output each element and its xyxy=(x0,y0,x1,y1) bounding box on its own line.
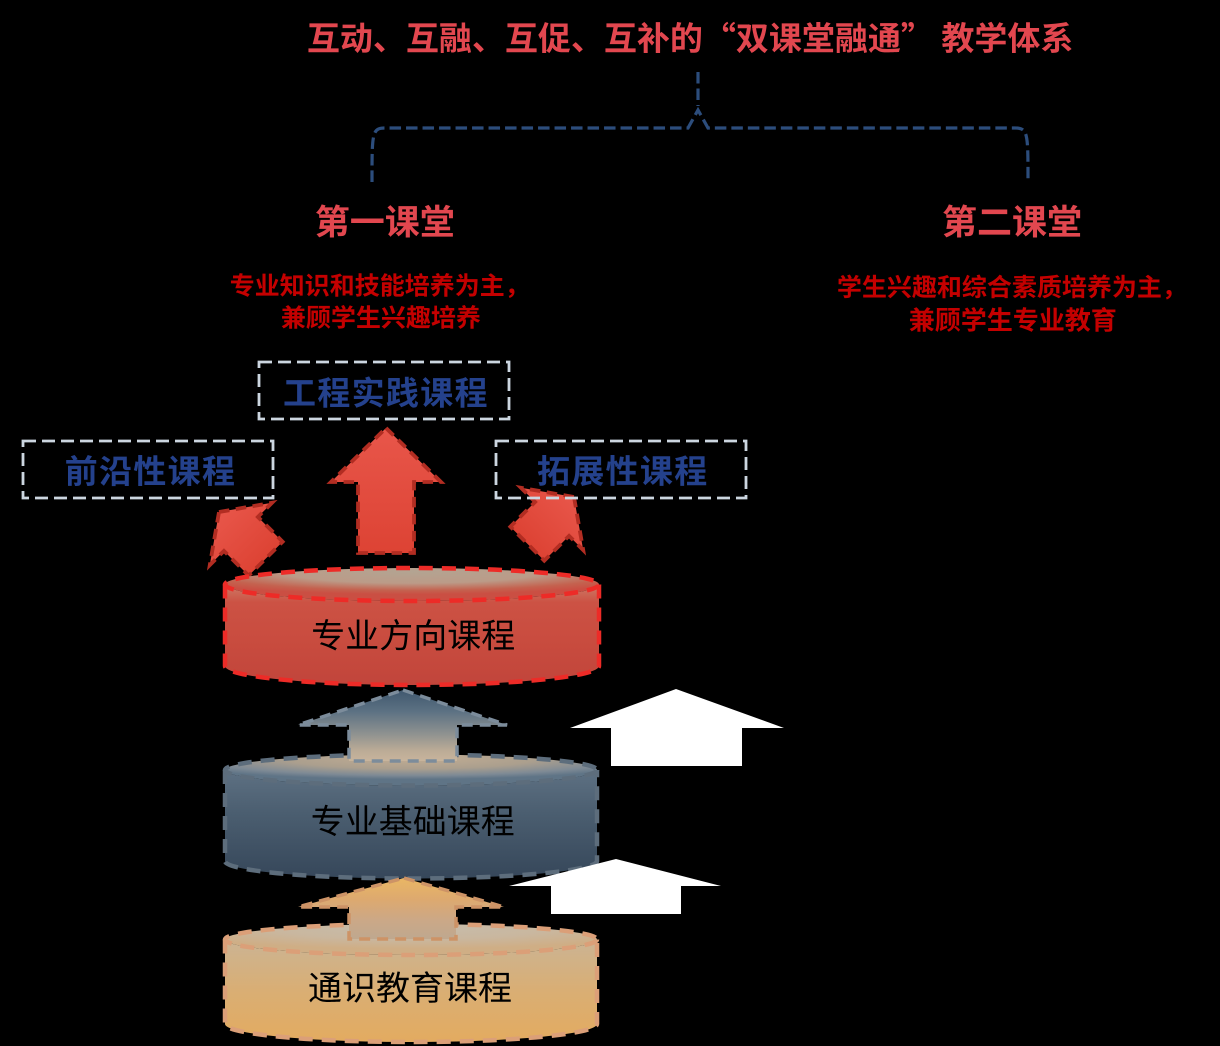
cylinder-general-education xyxy=(222,921,600,1045)
right-branch-desc-line1-glyphs xyxy=(838,274,1172,300)
right-branch-heading-glyphs xyxy=(943,204,1081,238)
left-branch-desc-line1-glyphs xyxy=(230,273,515,298)
red-arrows xyxy=(206,425,587,579)
arrow-gold-icon xyxy=(297,876,505,941)
cylinder-body-edge xyxy=(222,939,600,1045)
cylinder-body xyxy=(225,939,597,1042)
cylinder-body-edge xyxy=(222,584,602,688)
arrow-up-left-icon xyxy=(206,499,286,579)
course-boxes xyxy=(21,360,748,500)
cylinder-body xyxy=(225,584,599,685)
bracket xyxy=(370,72,1030,183)
box-engineering-practice xyxy=(257,360,511,421)
cylinder-major-direction xyxy=(222,565,602,688)
arrow-up-center-icon xyxy=(326,425,446,555)
cylinder-body xyxy=(225,770,597,879)
box-label-frontier-glyphs xyxy=(66,454,234,487)
left-branch-heading-glyphs xyxy=(316,204,453,238)
white-arrows xyxy=(509,689,784,914)
cylinder-major-foundation xyxy=(222,752,600,881)
white-arrow-upper-icon xyxy=(570,689,784,766)
box-label-engineering-practice-glyphs xyxy=(284,376,487,408)
arrow-blue-tan-icon xyxy=(297,688,508,763)
left-branch-desc-line2-glyphs xyxy=(281,305,481,329)
cylinder-top xyxy=(222,565,602,604)
box-extension xyxy=(494,439,748,500)
box-frontier xyxy=(21,439,275,500)
right-branch-desc-line2-glyphs xyxy=(909,306,1116,332)
title-glyphs xyxy=(308,21,1072,54)
bracket-brace xyxy=(370,106,1030,183)
arrow-up-right-icon xyxy=(507,484,587,564)
box-label-extension-glyphs xyxy=(537,454,707,487)
white-arrow-lower-icon xyxy=(509,859,721,914)
